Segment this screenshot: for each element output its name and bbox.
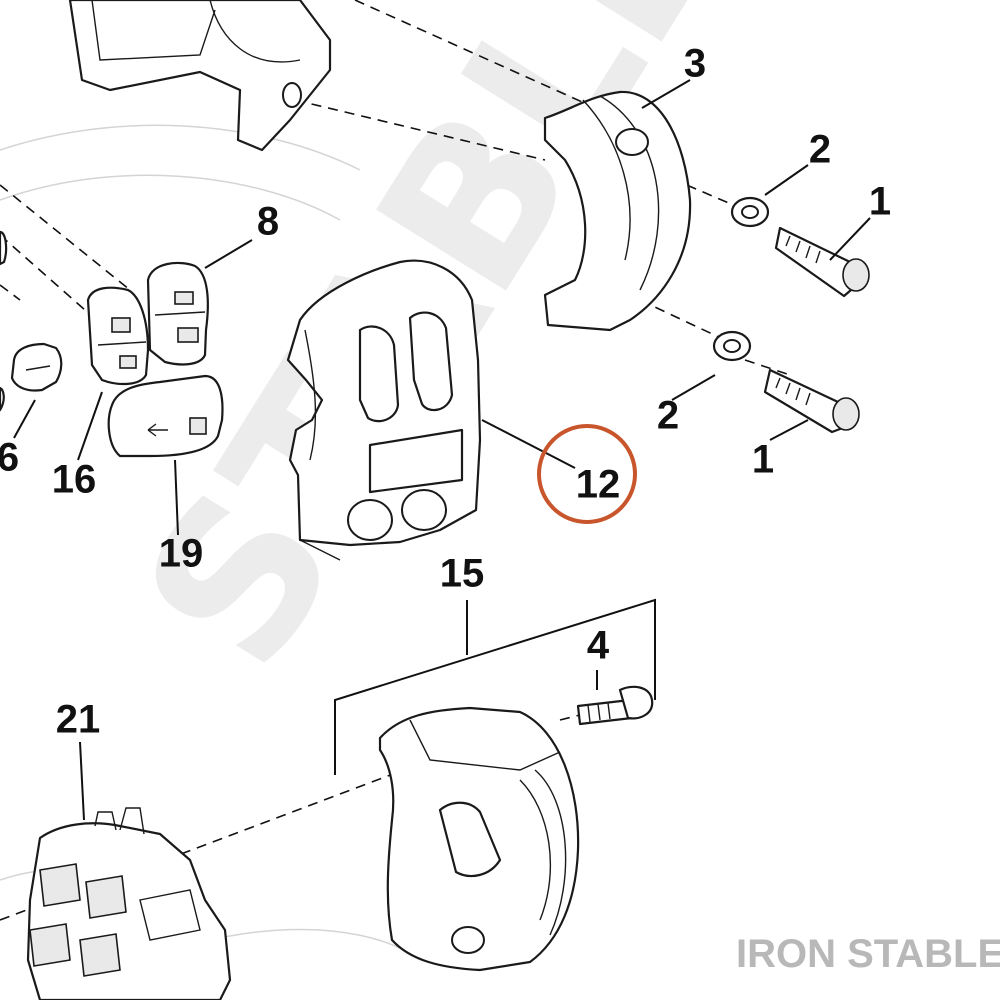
switch-cap-part-8 bbox=[146, 261, 209, 366]
lower-housing-part-15 bbox=[378, 706, 580, 972]
callout-1-lower: 1 bbox=[752, 438, 774, 482]
callout-12: 12 bbox=[576, 463, 621, 507]
callout-6: 6 bbox=[0, 436, 19, 480]
callout-2-upper: 2 bbox=[809, 128, 831, 172]
callout-15: 15 bbox=[440, 552, 485, 596]
callout-4: 4 bbox=[587, 624, 610, 668]
callout-3: 3 bbox=[684, 42, 706, 86]
screw-upper bbox=[774, 226, 870, 298]
switch-cap-part-19 bbox=[107, 374, 224, 458]
callout-19: 19 bbox=[159, 532, 204, 576]
switch-cap-part-16 bbox=[86, 286, 150, 386]
callout-1-upper: 1 bbox=[869, 180, 891, 224]
clamp-part-3 bbox=[543, 90, 692, 332]
washer-upper bbox=[730, 196, 770, 228]
callout-16: 16 bbox=[52, 458, 97, 502]
screw-lower bbox=[763, 368, 860, 434]
edge-fragment-left bbox=[0, 230, 8, 412]
highlight-ring bbox=[537, 424, 637, 524]
screw-part-4 bbox=[576, 685, 654, 726]
brand-label: IRON STABLE bbox=[736, 932, 1000, 976]
switch-assembly-part-21 bbox=[26, 807, 232, 1000]
switch-housing-part-12 bbox=[286, 259, 482, 561]
callout-8: 8 bbox=[257, 200, 279, 244]
leader-lines bbox=[13, 79, 871, 821]
washer-lower bbox=[712, 330, 752, 362]
bracket-part-15 bbox=[334, 598, 656, 775]
upper-housing bbox=[68, 0, 332, 152]
callout-21: 21 bbox=[56, 698, 101, 742]
small-cap-part-6 bbox=[10, 342, 63, 392]
callout-labels: 3 2 1 2 1 8 16 6 19 12 15 4 21 bbox=[0, 42, 891, 742]
callout-2-lower: 2 bbox=[657, 394, 679, 438]
